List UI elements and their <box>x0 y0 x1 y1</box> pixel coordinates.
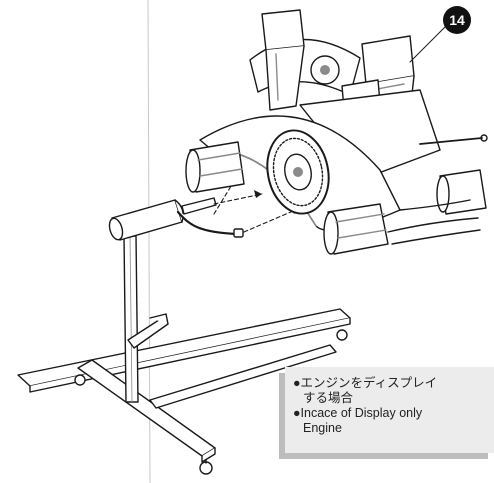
engine-stand <box>17 197 351 475</box>
cylinders-left <box>185 141 245 193</box>
caption-en-line2: Engine <box>303 421 342 435</box>
caption-box: ●エンジンをディスプレイ する場合 ●Incace of Display onl… <box>285 367 494 453</box>
caster-wheels <box>74 329 348 475</box>
engine <box>185 9 488 255</box>
caption-jp-line1: ●エンジンをディスプレイ <box>293 376 438 390</box>
step-number-badge: 14 <box>443 6 471 34</box>
callout-leader-line <box>409 25 447 63</box>
caption-jp-line2: する場合 <box>303 391 354 405</box>
exhaust-pipes <box>387 199 481 245</box>
caption-en-line1: ●Incace of Display only <box>293 406 423 420</box>
flywheel <box>266 129 330 215</box>
